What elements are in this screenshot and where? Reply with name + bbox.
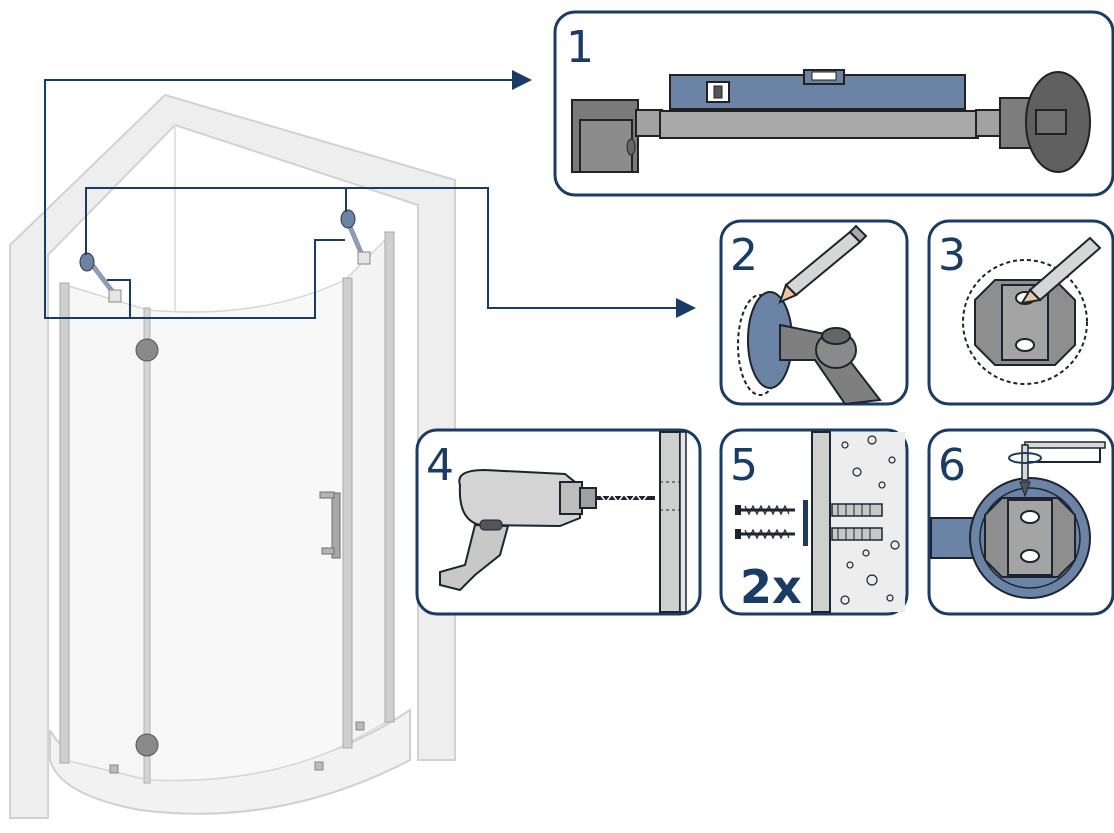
frame-post-door bbox=[342, 277, 353, 749]
step-number-5: 5 bbox=[730, 440, 758, 491]
screw-icon bbox=[735, 504, 795, 540]
step-panel-3: 3 bbox=[927, 219, 1114, 406]
spirit-level-icon bbox=[669, 69, 966, 110]
shower-enclosure bbox=[9, 93, 456, 819]
hex-key-icon bbox=[1008, 441, 1106, 498]
wall-corner bbox=[9, 93, 456, 819]
step-panel-6: 6 bbox=[927, 428, 1114, 616]
hinge-bottom bbox=[135, 733, 159, 757]
glass-door-curved bbox=[147, 278, 346, 782]
callout-to-step-2 bbox=[85, 187, 696, 318]
frame-post-left bbox=[59, 282, 70, 764]
step-panel-2: 2 bbox=[719, 219, 909, 406]
frame-post-right bbox=[384, 231, 395, 723]
step-number-2: 2 bbox=[730, 230, 758, 281]
callout-to-step-1 bbox=[44, 70, 532, 319]
stabilizer-bar-right bbox=[340, 209, 371, 265]
step-number-6: 6 bbox=[938, 440, 966, 491]
quantity-label: 2x bbox=[740, 560, 802, 614]
hinge-top bbox=[135, 338, 159, 362]
step-number-1: 1 bbox=[566, 22, 594, 73]
step-panel-1: 1 bbox=[553, 10, 1114, 197]
step-number-4: 4 bbox=[426, 440, 454, 491]
step-panel-5: 5 2x bbox=[719, 428, 909, 616]
glass-panel-front bbox=[64, 283, 149, 781]
dowel-icon bbox=[831, 503, 883, 541]
callout-lines bbox=[44, 70, 696, 319]
stabilizer-bar bbox=[659, 110, 979, 139]
frame-post-mid bbox=[143, 307, 151, 784]
pencil-icon bbox=[1019, 236, 1102, 305]
step-number-3: 3 bbox=[938, 230, 966, 281]
step-panel-4: 4 bbox=[415, 428, 702, 616]
pencil-icon bbox=[778, 224, 868, 304]
drill-icon bbox=[439, 468, 655, 592]
door-handle bbox=[319, 491, 341, 559]
